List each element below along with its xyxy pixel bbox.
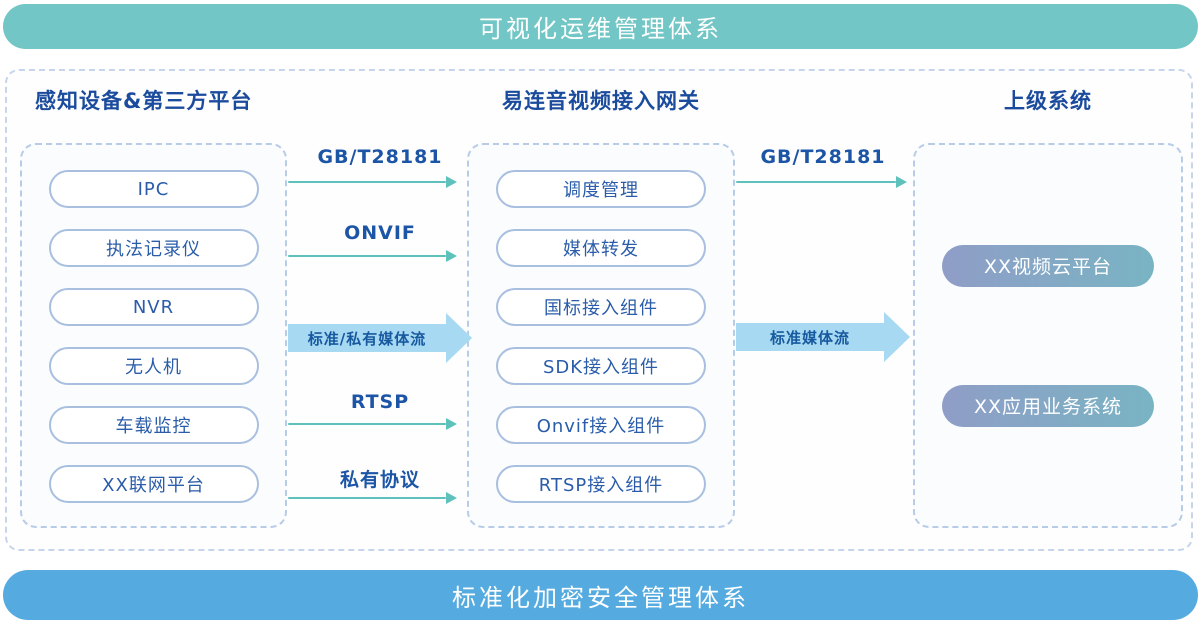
d2g-media-stream-arrow: 标准/私有媒体流 xyxy=(288,313,472,363)
d2g-onvif-arrow xyxy=(288,255,446,257)
g2s-media-stream-label: 标准媒体流 xyxy=(736,323,884,351)
d2g-onvif-label: ONVIF xyxy=(344,222,416,244)
gateway-node-rtsp-access: RTSP接入组件 xyxy=(496,465,706,503)
device-node-drone: 无人机 xyxy=(48,347,259,385)
gateway-node-gb-access: 国标接入组件 xyxy=(496,288,706,326)
thick-arrow-head-icon xyxy=(446,313,472,363)
d2g-private-protocol-label: 私有协议 xyxy=(339,469,420,491)
superior-node-video-cloud: XX视频云平台 xyxy=(942,244,1154,287)
d2g-rtsp-arrow xyxy=(288,423,446,425)
device-node-nvr: NVR xyxy=(48,288,259,326)
d2g-gbt28181-label: GB/T28181 xyxy=(317,146,443,168)
g2s-gbt28181-arrow xyxy=(736,181,896,183)
thick-arrow-head-icon xyxy=(884,312,910,362)
device-node-network-platform: XX联网平台 xyxy=(48,465,259,503)
g2s-media-stream-arrow: 标准媒体流 xyxy=(736,312,910,362)
device-node-vehicle-monitor: 车载监控 xyxy=(48,406,259,444)
d2g-media-stream-label: 标准/私有媒体流 xyxy=(288,324,446,352)
gateway-box: 调度管理 媒体转发 国标接入组件 SDK接入组件 Onvif接入组件 RTSP接… xyxy=(467,143,735,528)
arrow-head-icon xyxy=(446,492,457,504)
gateway-node-media-forward: 媒体转发 xyxy=(496,229,706,267)
d2g-gbt28181-arrow xyxy=(288,181,446,183)
arrow-head-icon xyxy=(446,418,457,430)
d2g-rtsp-label: RTSP xyxy=(350,391,410,413)
d2g-private-protocol-arrow xyxy=(288,497,446,499)
superior-box: XX视频云平台 XX应用业务系统 xyxy=(913,143,1183,528)
superior-column-title: 上级系统 xyxy=(1004,89,1092,113)
devices-column-title: 感知设备&第三方平台 xyxy=(35,89,253,113)
superior-node-business-system: XX应用业务系统 xyxy=(942,384,1154,427)
top-banner: 可视化运维管理体系 xyxy=(3,4,1198,49)
device-node-body-camera: 执法记录仪 xyxy=(48,229,259,267)
gateway-node-dispatch: 调度管理 xyxy=(496,170,706,208)
gateway-node-sdk-access: SDK接入组件 xyxy=(496,347,706,385)
arrow-head-icon xyxy=(446,250,457,262)
bottom-banner: 标准化加密安全管理体系 xyxy=(3,570,1198,620)
arrow-head-icon xyxy=(896,176,907,188)
gateway-column-title: 易连音视频接入网关 xyxy=(502,89,700,113)
device-node-ipc: IPC xyxy=(48,170,259,208)
devices-box: IPC 执法记录仪 NVR 无人机 车载监控 XX联网平台 xyxy=(20,143,287,528)
g2s-gbt28181-label: GB/T28181 xyxy=(760,146,886,168)
arrow-head-icon xyxy=(446,176,457,188)
gateway-node-onvif-access: Onvif接入组件 xyxy=(496,406,706,444)
